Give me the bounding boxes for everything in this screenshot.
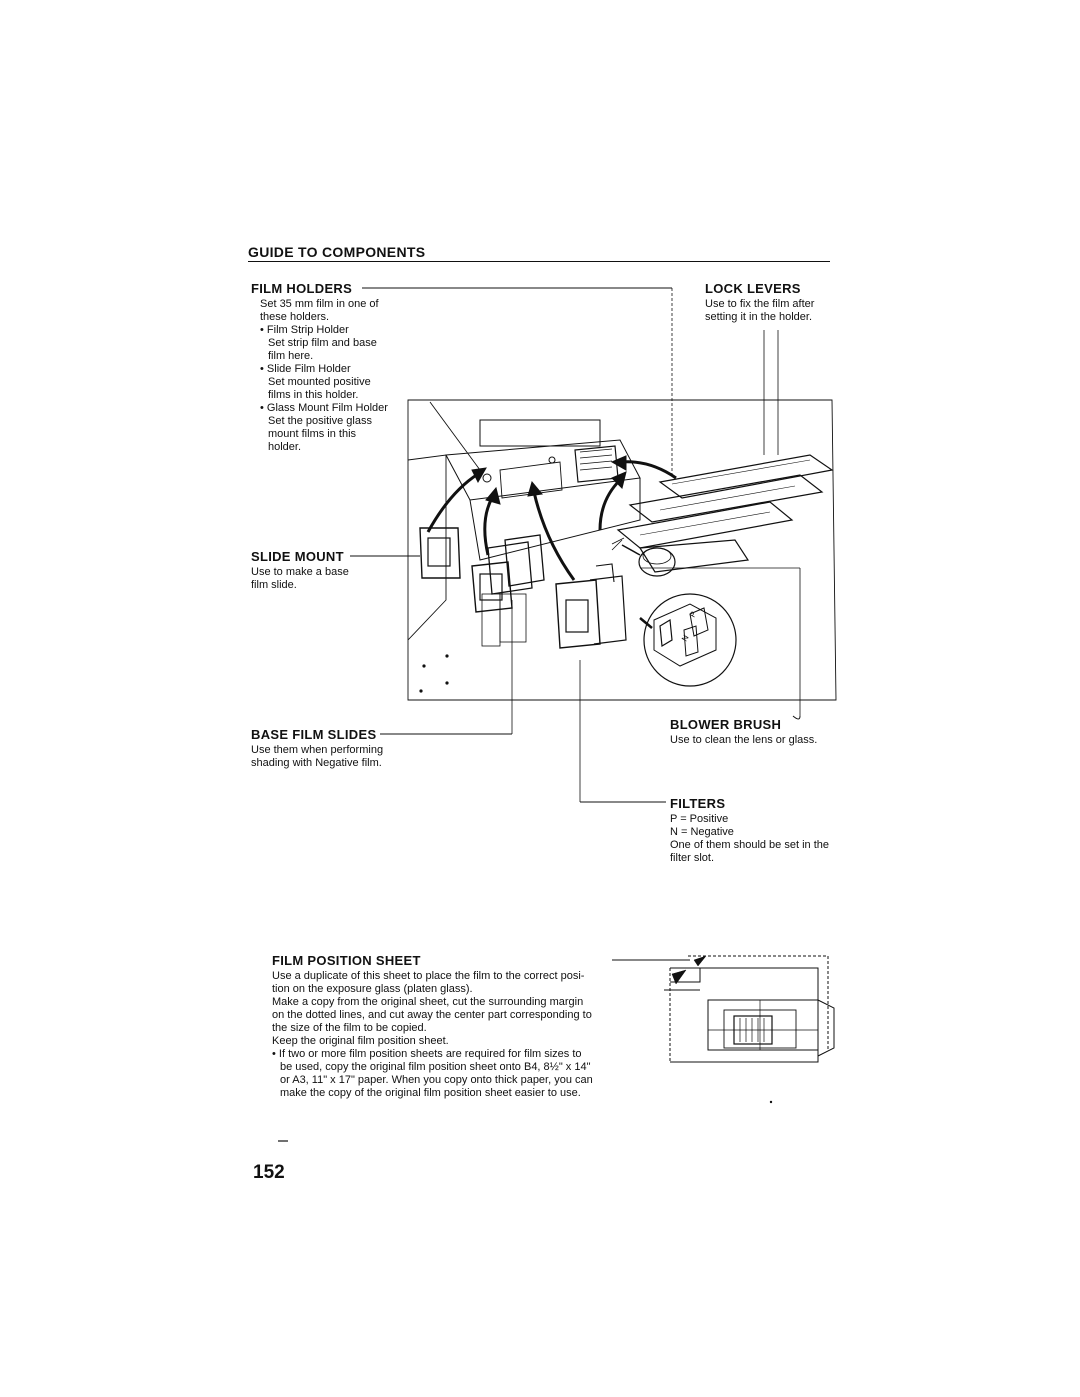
fps-line-3: Make a copy from the original sheet, cut…: [272, 996, 584, 1008]
fps-line-6: Keep the original film position sheet.: [272, 1035, 449, 1047]
filters-note: One of them should be set in the: [670, 839, 829, 851]
base-film-slides-desc-2: shading with Negative film.: [251, 757, 382, 769]
blower-brush-drawing: [611, 537, 676, 577]
base-film-slides-drawing: [471, 534, 545, 647]
lock-levers-desc: Use to fix the film after: [705, 298, 815, 310]
glass-mount-holder-desc-2: mount films in this: [268, 428, 357, 440]
filters-positive: P = Positive: [670, 813, 729, 825]
slide-mount-desc: Use to make a base: [251, 566, 349, 578]
blower-brush-hook: [792, 715, 801, 720]
fps-line-5: the size of the film to be copied.: [272, 1022, 427, 1034]
film-position-sheet-heading: FILM POSITION SHEET: [272, 953, 425, 968]
glass-mount-drawing: [555, 563, 627, 649]
film-holders-intro-2: these holders.: [260, 311, 330, 323]
lock-levers-text: Use to fix the film after setting it in …: [705, 298, 845, 324]
slide-film-holder-desc-2: films in this holder.: [268, 389, 359, 401]
slide-film-holder-desc: Set mounted positive: [268, 376, 371, 388]
base-film-slides-desc: Use them when performing: [251, 744, 384, 756]
fps-line-4: on the dotted lines, and cut away the ce…: [272, 1009, 592, 1021]
glass-mount-holder-desc: Set the positive glass: [268, 415, 372, 427]
lock-levers-heading: LOCK LEVERS: [705, 281, 801, 296]
glass-mount-holder-name: • Glass Mount Film Holder: [260, 402, 388, 414]
blower-brush-desc: Use to clean the lens or glass.: [670, 734, 818, 746]
fps-bullet-4: make the copy of the original film posit…: [280, 1087, 581, 1099]
decorative-dots: [283, 654, 773, 1146]
filter-letter-n: N: [680, 633, 691, 643]
filters-negative: N = Negative: [670, 826, 734, 838]
machine-body: [407, 399, 837, 701]
film-holders-intro: Set 35 mm film in one of: [260, 298, 379, 310]
film-strip-holder-name: • Film Strip Holder: [260, 324, 349, 336]
blower-brush-heading: BLOWER BRUSH: [670, 717, 782, 732]
film-holders-heading: FILM HOLDERS: [251, 281, 357, 296]
section-rule: [248, 261, 830, 262]
filter-letter-p: P: [688, 610, 698, 619]
blower-brush-text: Use to clean the lens or glass.: [670, 734, 850, 747]
film-position-sheet-drawing: [612, 955, 835, 1063]
filters-note-2: filter slot.: [670, 852, 715, 864]
slide-film-holder-name: • Slide Film Holder: [260, 363, 351, 375]
lock-levers-desc-2: setting it in the holder.: [705, 311, 813, 323]
insert-arrows: [426, 455, 677, 581]
base-film-slides-text: Use them when performing shading with Ne…: [251, 744, 431, 770]
section-title: GUIDE TO COMPONENTS: [248, 244, 426, 260]
slide-mount-text: Use to make a base film slide.: [251, 566, 381, 592]
base-film-slides-heading: BASE FILM SLIDES: [251, 727, 381, 742]
slide-mount-heading: SLIDE MOUNT: [251, 549, 348, 564]
film-strip-holder-desc-2: film here.: [268, 350, 314, 362]
film-position-sheet-text: Use a duplicate of this sheet to place t…: [272, 970, 622, 1100]
film-strip-holder-desc: Set strip film and base: [268, 337, 377, 349]
filter-closeup: P N: [639, 593, 737, 687]
fps-line-2: tion on the exposure glass (platen glass…: [272, 983, 473, 995]
filters-text: P = Positive N = Negative One of them sh…: [670, 813, 850, 865]
fps-bullet-3: or A3, 11" x 17" paper. When you copy on…: [280, 1074, 593, 1086]
slide-mount-drawing: [419, 527, 461, 579]
film-holders-text: Set 35 mm film in one of these holders. …: [260, 298, 410, 454]
fps-bullet-1: • If two or more film position sheets ar…: [272, 1048, 582, 1060]
fps-bullet-2: be used, copy the original film position…: [280, 1061, 591, 1073]
filters-heading: FILTERS: [670, 796, 726, 811]
film-strip-holders: [616, 454, 834, 573]
glass-mount-holder-desc-3: holder.: [268, 441, 302, 453]
slide-mount-desc-2: film slide.: [251, 579, 297, 591]
page-number: 152: [253, 1162, 285, 1183]
fps-line-1: Use a duplicate of this sheet to place t…: [272, 970, 585, 982]
